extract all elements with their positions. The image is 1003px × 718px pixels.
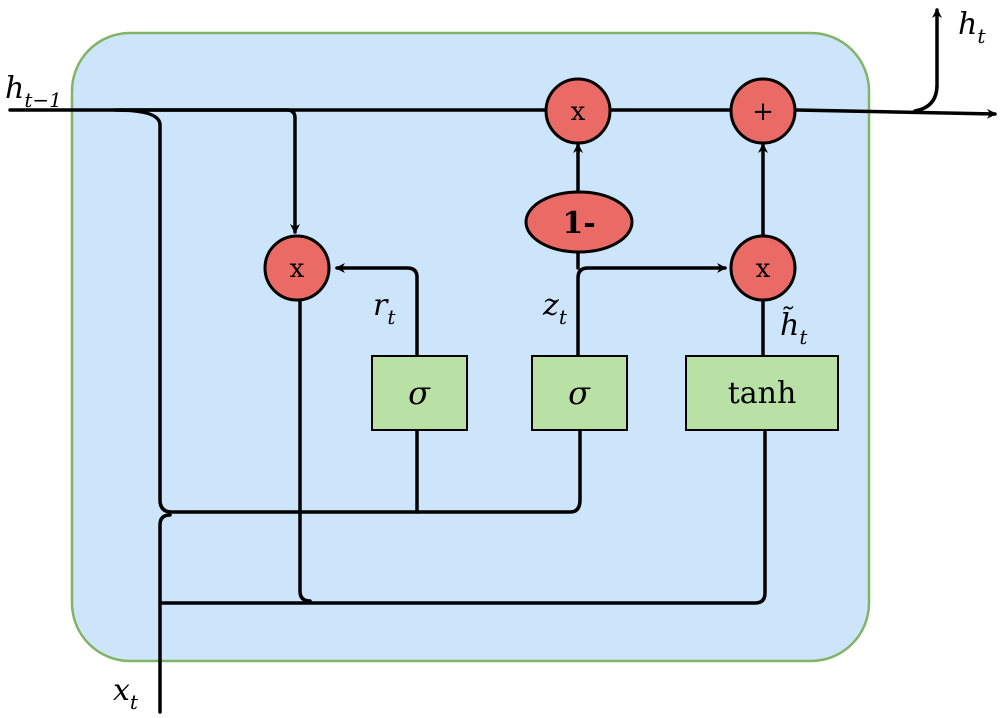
reset-gate: σ: [371, 355, 468, 431]
reset-signal-label: rt: [373, 288, 396, 329]
reset-multiply-node: x: [263, 234, 331, 302]
reset-gate-label: σ: [408, 374, 431, 412]
candidate-multiply-node: x: [729, 234, 797, 302]
gru-cell-background: [70, 31, 871, 663]
candidate-gate-label: tanh: [728, 376, 797, 411]
h-out-branch: [913, 8, 942, 113]
candidate-multiply-symbol: x: [756, 254, 771, 284]
h-prev-to-reset-multiply: [118, 108, 300, 234]
hidden-state-line-out: [794, 108, 997, 119]
h-out-label: ht: [958, 7, 986, 48]
h-prev-label: ht−1: [5, 71, 62, 112]
one-minus-node: 1-: [524, 190, 634, 254]
update-gate-label: σ: [568, 374, 591, 412]
candidate-signal-label: h̃t: [780, 306, 808, 349]
x-input-line: [158, 513, 172, 714]
x-input-label: xt: [113, 673, 139, 714]
add-node: +: [729, 77, 797, 145]
top-multiply-symbol: x: [571, 97, 586, 127]
update-gate: σ: [531, 355, 628, 431]
one-minus-label: 1-: [562, 206, 595, 241]
candidate-gate: tanh: [685, 355, 839, 431]
h-prev-to-gate-bus: [113, 108, 582, 514]
update-gate-output: [576, 263, 727, 357]
x-to-candidate-bus: [158, 428, 767, 605]
reset-product-line: [298, 288, 312, 603]
top-multiply-node: x: [544, 77, 612, 145]
reset-multiply-symbol: x: [290, 254, 305, 284]
update-signal-label: zt: [542, 288, 568, 329]
reset-gate-output: [335, 263, 419, 357]
add-symbol: +: [752, 97, 774, 127]
